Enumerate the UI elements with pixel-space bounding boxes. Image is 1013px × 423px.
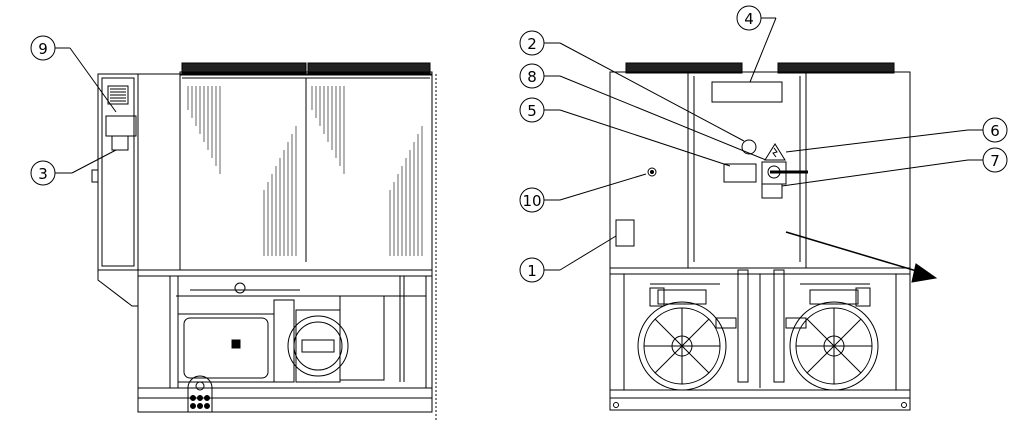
service-port: [615, 219, 635, 247]
front-view: [609, 62, 938, 411]
callout-9: 9: [30, 35, 117, 113]
side-base: [97, 269, 433, 413]
callout-2: 2: [519, 30, 745, 142]
callout-9-label: 9: [38, 40, 48, 58]
electrical-warning-sign: [761, 143, 808, 199]
callout-1-label: 1: [527, 262, 537, 280]
callout-8: 8: [519, 63, 767, 161]
airflow-arrow: [785, 231, 938, 283]
front-fan-grilles: [625, 62, 895, 74]
callout-4-label: 4: [744, 10, 754, 28]
callout-10-label: 10: [522, 192, 541, 210]
compressor-left: [637, 289, 727, 391]
side-fan-grilles: [179, 62, 433, 76]
callout-7: 7: [781, 147, 1008, 187]
callout-10: 10: [519, 173, 647, 213]
callout-3: 3: [30, 149, 117, 186]
pressure-port: [647, 167, 657, 177]
nameplate: [711, 81, 783, 103]
electrical-box: [91, 73, 139, 271]
callout-5-label: 5: [527, 102, 537, 120]
compressor-right: [789, 289, 879, 391]
indicator-lamp: [741, 139, 757, 155]
callout-2-label: 2: [527, 35, 537, 53]
callout-6-label: 6: [990, 122, 1000, 140]
side-view: [91, 62, 437, 420]
callout-3-label: 3: [38, 165, 48, 183]
coil-hatching: [187, 86, 423, 256]
callout-8-label: 8: [527, 68, 537, 86]
callout-6: 6: [785, 117, 1008, 153]
display-module: [723, 163, 757, 183]
callout-4: 4: [736, 5, 777, 83]
side-compressor-section: [176, 276, 426, 383]
callout-5: 5: [519, 97, 731, 167]
side-panel: [137, 73, 181, 271]
callout-7-label: 7: [990, 152, 1000, 170]
piping: [649, 269, 871, 388]
callout-1: 1: [519, 235, 617, 283]
